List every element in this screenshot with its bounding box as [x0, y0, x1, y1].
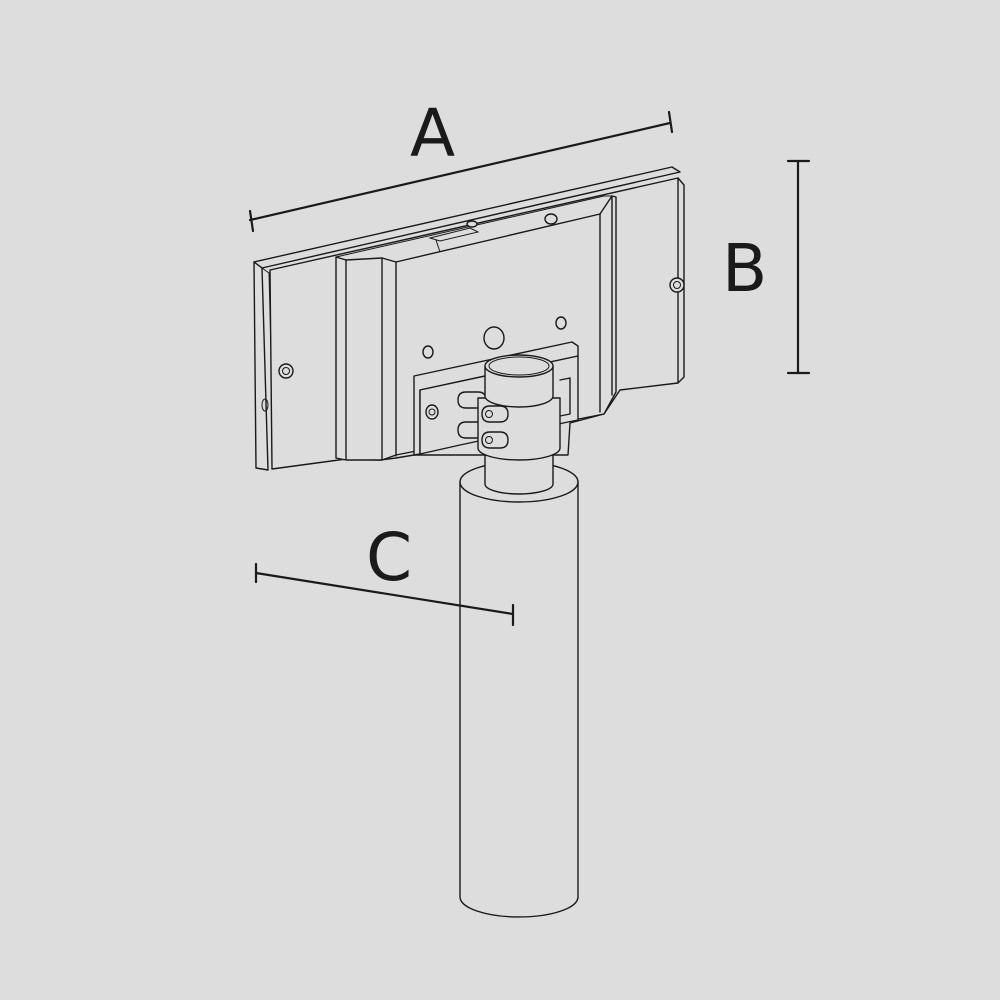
screw-right: [669, 277, 685, 293]
dimension-c-label: C: [366, 519, 412, 596]
pole-clamp: [477, 354, 571, 495]
dimension-b-label: B: [722, 230, 767, 307]
pole: [459, 461, 579, 918]
dimension-a-line: [248, 121, 672, 222]
dimension-a-tick-left: [248, 209, 255, 233]
dimension-b: B: [722, 159, 811, 375]
dimension-a: A: [248, 95, 674, 233]
dimension-c-line: [254, 571, 515, 616]
dimension-a-label: A: [410, 95, 455, 172]
dimension-c: C: [254, 519, 515, 627]
screw-left: [278, 363, 294, 379]
dimension-a-tick-right: [667, 110, 674, 134]
